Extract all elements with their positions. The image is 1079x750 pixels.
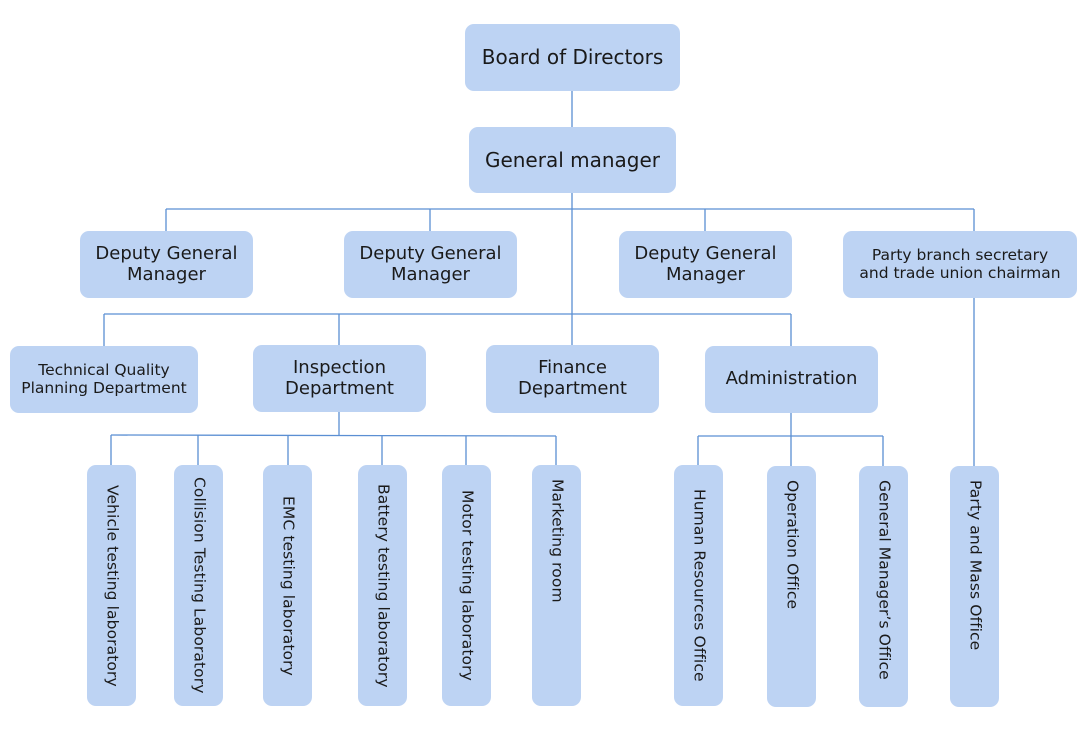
deputy-box-2: Deputy General Manager: [344, 231, 517, 298]
department-box-technical: Technical Quality Planning Department: [10, 346, 198, 413]
unit-label-marketing-room: Marketing room: [548, 479, 567, 603]
department-label-inspection: Inspection Department: [285, 356, 394, 399]
party-secretary-label: Party branch secretary and trade union c…: [859, 245, 1061, 282]
deputy-label-3: Deputy General Manager: [634, 242, 777, 285]
board-of-directors-label: Board of Directors: [481, 45, 664, 69]
general-manager-box: General manager: [469, 127, 676, 193]
department-box-inspection: Inspection Department: [253, 345, 426, 412]
department-label-finance: Finance Department: [518, 357, 627, 399]
unit-box-collision-testing: Collision Testing Laboratory: [174, 465, 223, 706]
unit-box-motor-testing: Motor testing laboratory: [442, 465, 491, 706]
department-label-administration: Administration: [725, 368, 858, 390]
unit-box-operation-office: Operation Office: [767, 466, 816, 707]
unit-label-operation-office: Operation Office: [783, 480, 802, 610]
unit-box-vehicle-testing: Vehicle testing laboratory: [87, 465, 136, 706]
department-box-finance: Finance Department: [486, 345, 659, 413]
connector-inspection-bus: [110, 434, 557, 437]
deputy-box-3: Deputy General Manager: [619, 231, 792, 298]
deputy-label-2: Deputy General Manager: [359, 242, 502, 285]
unit-label-collision-testing: Collision Testing Laboratory: [190, 477, 209, 694]
board-of-directors-box: Board of Directors: [465, 24, 680, 91]
unit-label-motor-testing: Motor testing laboratory: [458, 490, 477, 681]
unit-label-vehicle-testing: Vehicle testing laboratory: [103, 484, 122, 687]
department-box-administration: Administration: [705, 346, 878, 413]
unit-box-human-resources: Human Resources Office: [674, 465, 723, 706]
unit-box-marketing-room: Marketing room: [532, 465, 581, 706]
party-secretary-box: Party branch secretary and trade union c…: [843, 231, 1077, 298]
general-manager-label: General manager: [484, 147, 661, 172]
unit-label-party-mass-office: Party and Mass Office: [966, 480, 985, 651]
unit-label-human-resources: Human Resources Office: [690, 489, 709, 682]
unit-box-party-mass-office: Party and Mass Office: [950, 466, 999, 707]
unit-box-general-managers-office: General Manager’s Office: [859, 466, 908, 707]
deputy-label-1: Deputy General Manager: [95, 242, 238, 285]
department-label-technical: Technical Quality Planning Department: [21, 360, 187, 397]
unit-box-battery-testing: Battery testing laboratory: [358, 465, 407, 706]
deputy-box-1: Deputy General Manager: [80, 231, 253, 298]
unit-label-battery-testing: Battery testing laboratory: [374, 483, 393, 688]
unit-box-emc-testing: EMC testing laboratory: [263, 465, 312, 706]
unit-label-emc-testing: EMC testing laboratory: [279, 495, 298, 676]
unit-label-general-managers-office: General Manager’s Office: [875, 480, 894, 680]
